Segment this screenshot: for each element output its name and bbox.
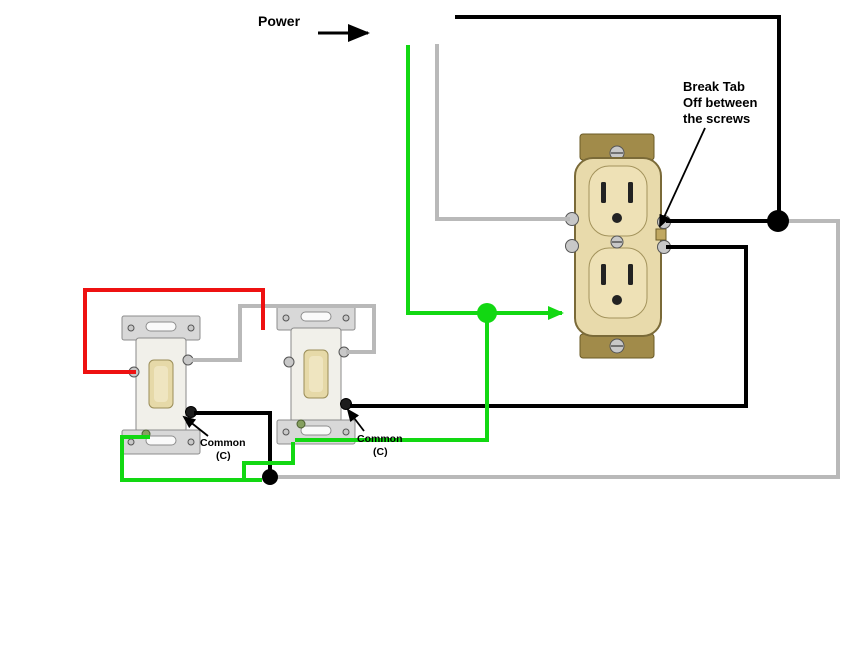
mounting-slot bbox=[300, 311, 332, 322]
neutral-terminal-screw bbox=[565, 239, 579, 253]
outlet-slot bbox=[628, 182, 633, 203]
break-tab bbox=[655, 228, 667, 241]
mounting-slot bbox=[145, 321, 177, 332]
yoke-hole bbox=[342, 314, 350, 322]
three-way-switch-right bbox=[276, 305, 356, 445]
common-screw bbox=[340, 398, 352, 410]
switched-hot-wire bbox=[350, 245, 748, 408]
common-right-arrow bbox=[346, 408, 365, 432]
traveler-wire-red bbox=[83, 288, 265, 374]
wires bbox=[83, 15, 840, 482]
junction-dot-black bbox=[767, 210, 789, 232]
ground-screw bbox=[296, 419, 306, 429]
yoke-hole bbox=[282, 314, 290, 322]
yoke-hole bbox=[282, 428, 290, 436]
toggle-highlight bbox=[154, 366, 168, 402]
traveler-wire-gray bbox=[192, 304, 376, 362]
junction-dot-green bbox=[477, 303, 497, 323]
traveler-screw bbox=[283, 356, 295, 368]
break-tab-label-line1: Break Tab bbox=[683, 79, 745, 94]
yoke-hole bbox=[127, 324, 135, 332]
junction-wirenut-black bbox=[262, 469, 278, 485]
mounting-slot bbox=[145, 435, 177, 446]
outlet-slot bbox=[628, 264, 633, 285]
ground-wire-stub bbox=[242, 442, 295, 479]
mounting-slot bbox=[300, 425, 332, 436]
ground-hole bbox=[612, 295, 622, 305]
break-tab-label-line2: Off between bbox=[683, 95, 757, 110]
outlet-slot bbox=[601, 182, 606, 203]
traveler-screw bbox=[182, 354, 194, 366]
ground-wire-feed bbox=[406, 45, 564, 320]
common-right-label-line1: Common bbox=[357, 433, 403, 445]
ground-wire-switch2 bbox=[295, 313, 489, 442]
outlet-slot bbox=[601, 264, 606, 285]
yoke-hole bbox=[187, 324, 195, 332]
break-tab-label-line3: the screws bbox=[683, 111, 750, 126]
common-left-label-line2: (C) bbox=[216, 450, 231, 462]
break-tab-arrow bbox=[659, 127, 706, 228]
common-left-arrow bbox=[182, 415, 209, 437]
three-way-switch-left bbox=[121, 315, 201, 455]
outlet-face-lower bbox=[588, 247, 648, 319]
neutral-wire-feed bbox=[435, 44, 570, 221]
hot-wire-feed bbox=[455, 15, 781, 214]
yoke-hole bbox=[127, 438, 135, 446]
duplex-receptacle bbox=[565, 133, 671, 359]
neutral-wire-return bbox=[276, 219, 840, 479]
outlet-face-upper bbox=[588, 165, 648, 237]
power-label: Power bbox=[258, 13, 301, 29]
common-wire-switch1 bbox=[194, 411, 272, 472]
toggle-highlight bbox=[309, 356, 323, 392]
ground-hole bbox=[612, 213, 622, 223]
yoke-hole bbox=[342, 428, 350, 436]
common-right-label-line2: (C) bbox=[373, 446, 388, 458]
ground-wire-loop bbox=[120, 435, 262, 482]
common-left-label-line1: Common bbox=[200, 437, 246, 449]
yoke-hole bbox=[187, 438, 195, 446]
